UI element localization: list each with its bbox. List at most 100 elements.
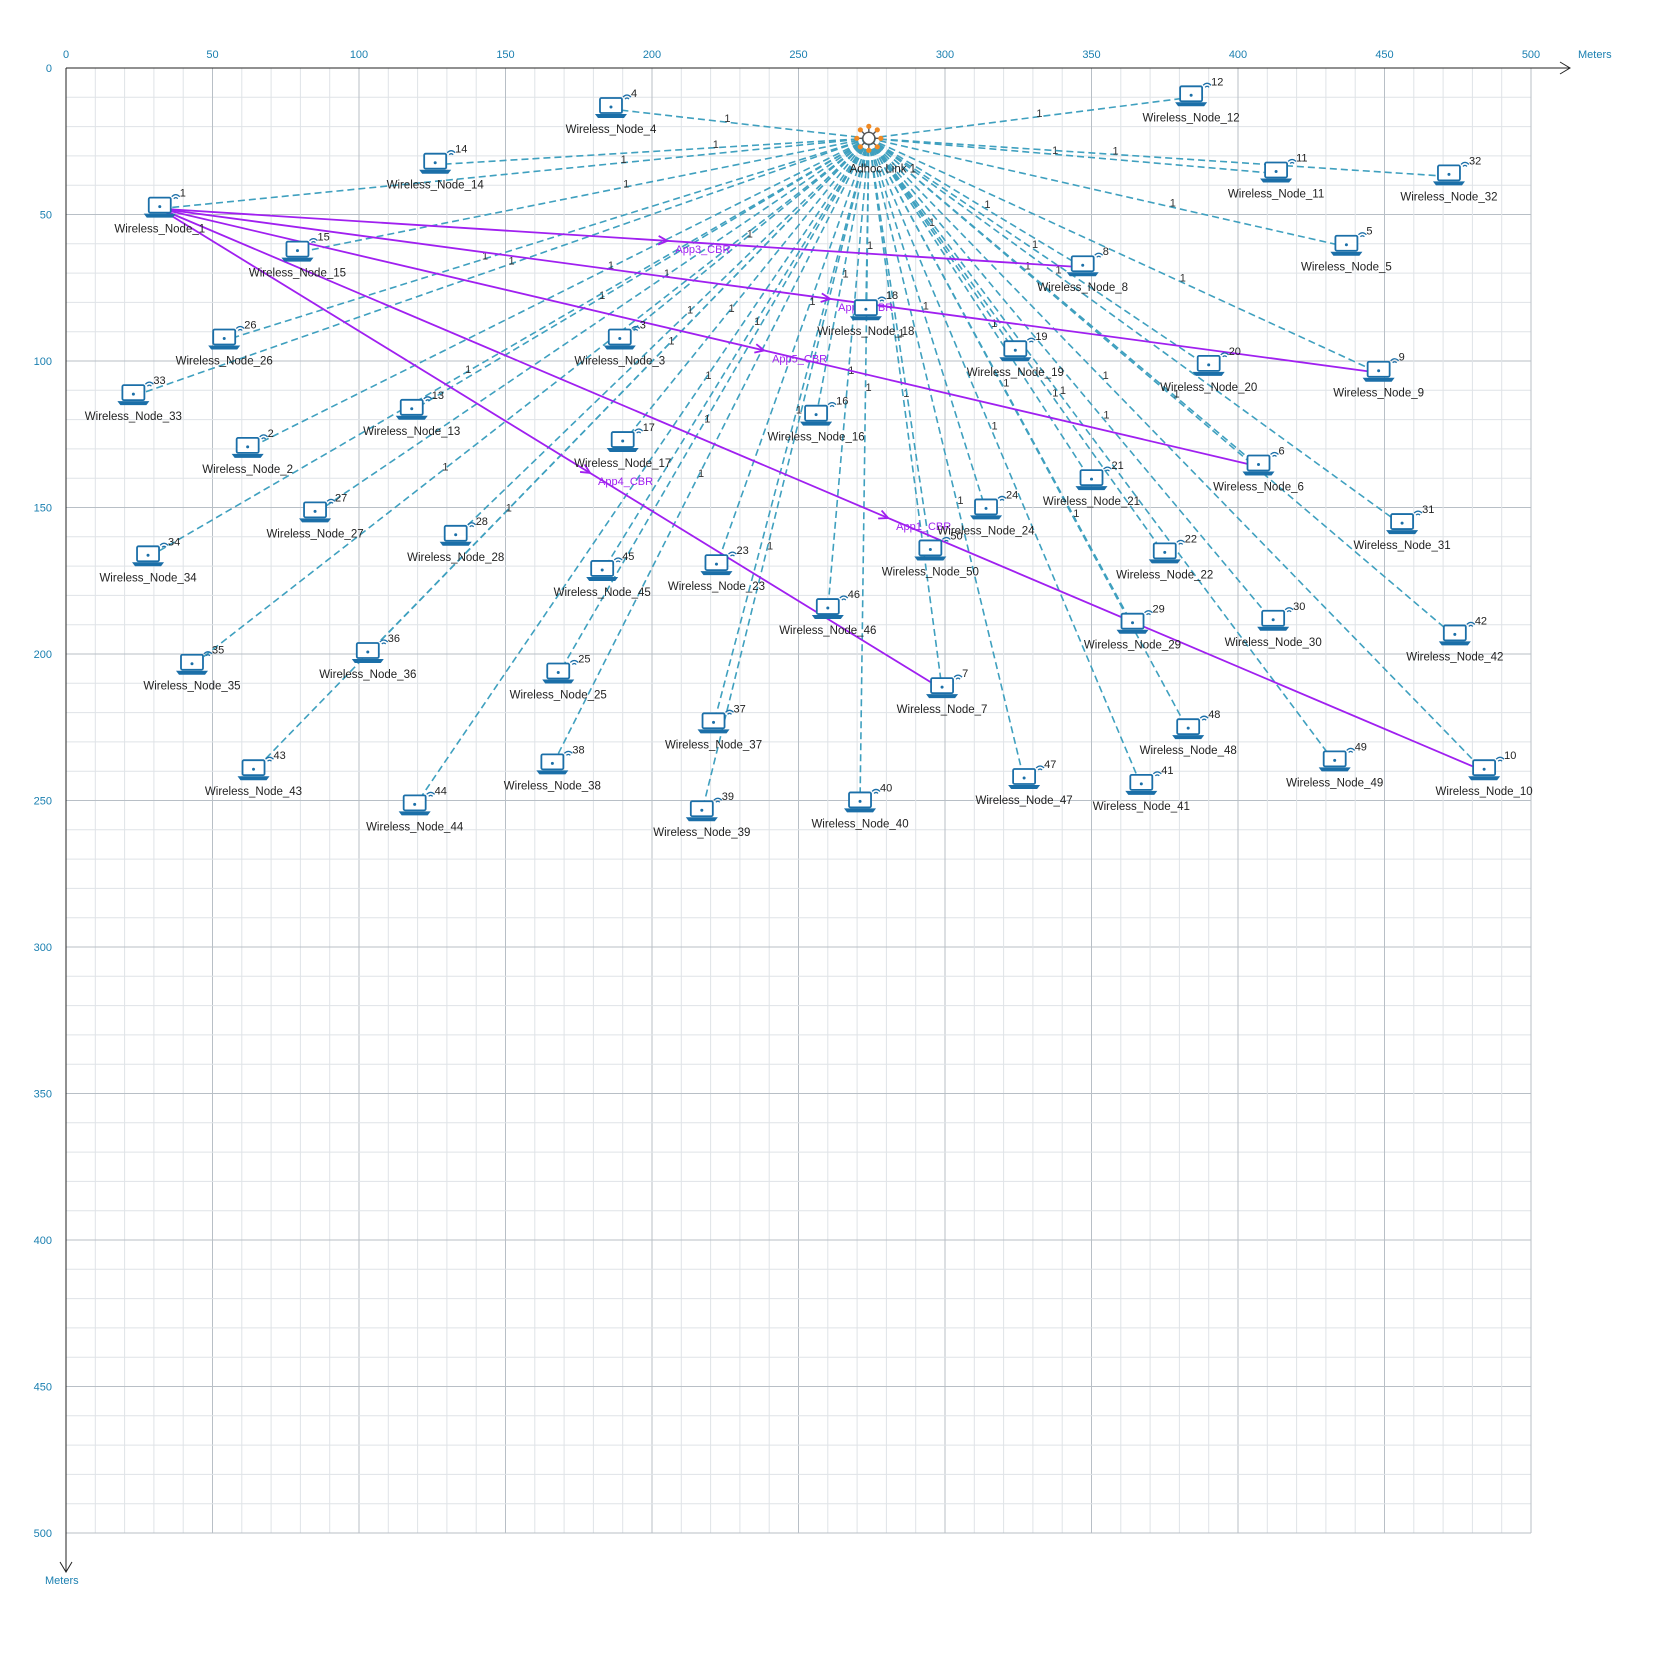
link-45[interactable] xyxy=(601,137,870,573)
link-12[interactable] xyxy=(868,96,1192,140)
link-13[interactable] xyxy=(411,137,870,412)
link-27[interactable] xyxy=(314,137,870,515)
link-10[interactable] xyxy=(868,137,1485,772)
link-46[interactable] xyxy=(827,138,870,611)
wifi-icon xyxy=(839,595,849,601)
link-16[interactable] xyxy=(815,138,870,417)
app-flow-App1_CBR[interactable] xyxy=(159,207,1485,773)
link-23[interactable] xyxy=(715,138,870,567)
adhoc-link-hub[interactable]: Adhoc Link 1 xyxy=(850,123,917,176)
app-flow-App2_CBR[interactable] xyxy=(159,207,1379,374)
link-8[interactable] xyxy=(868,137,1084,268)
link-50[interactable] xyxy=(868,138,932,552)
link-40[interactable] xyxy=(859,138,870,804)
link-2[interactable] xyxy=(247,137,870,450)
link-33[interactable] xyxy=(133,137,870,397)
link-24[interactable] xyxy=(868,138,987,511)
link-17[interactable] xyxy=(622,137,870,444)
link-41[interactable] xyxy=(868,138,1143,787)
link-3[interactable] xyxy=(619,137,870,342)
link-37[interactable] xyxy=(712,138,870,725)
link-35[interactable] xyxy=(191,137,870,667)
link-9[interactable] xyxy=(868,137,1379,374)
link-32[interactable] xyxy=(868,137,1450,178)
link-25[interactable] xyxy=(557,137,870,675)
link-34[interactable] xyxy=(147,137,870,559)
app-flow-App5_CBR[interactable] xyxy=(159,207,1259,468)
link-28[interactable] xyxy=(455,137,870,538)
link-49[interactable] xyxy=(868,137,1336,763)
link-26[interactable] xyxy=(223,137,870,342)
link-6[interactable] xyxy=(868,137,1260,468)
link-48[interactable] xyxy=(868,137,1189,731)
link-5[interactable] xyxy=(868,137,1347,248)
link-20[interactable] xyxy=(868,137,1210,368)
link-47[interactable] xyxy=(868,138,1025,781)
link-30[interactable] xyxy=(868,137,1274,623)
app-flow-App3_CBR[interactable] xyxy=(159,207,1083,269)
link-42[interactable] xyxy=(868,137,1456,638)
wifi-icon xyxy=(1220,352,1230,358)
link-15[interactable] xyxy=(297,137,869,254)
link-38[interactable] xyxy=(551,137,870,766)
app-flow-App4_CBR[interactable] xyxy=(159,207,943,690)
link-21[interactable] xyxy=(868,137,1093,482)
wifi-icon xyxy=(235,325,245,331)
link-14[interactable] xyxy=(435,137,869,166)
link-11[interactable] xyxy=(868,137,1277,175)
link-7[interactable] xyxy=(868,138,943,690)
link-1[interactable] xyxy=(159,137,869,210)
